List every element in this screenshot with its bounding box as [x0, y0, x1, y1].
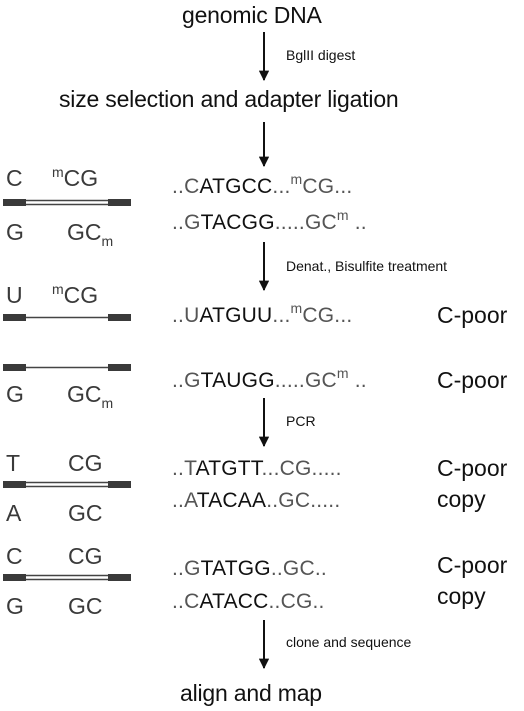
pcr-top-cg: CG — [68, 450, 103, 476]
dna-single-strand-top — [3, 314, 131, 321]
sequence-bottom-1: ..GTACGG.....GCm .. — [172, 207, 367, 234]
label-copy-1: copy — [437, 486, 486, 512]
sequence-top-1: ..CATGCC...mCG... — [172, 171, 353, 198]
label-c-poor-3: C-poor — [437, 455, 508, 481]
step-size-selection: size selection and adapter ligation — [59, 86, 399, 112]
step-align-and-map: align and map — [180, 680, 322, 706]
strand-top-methyl-cg: mCG — [52, 164, 99, 191]
pcr-bottom-base-a: A — [6, 500, 22, 526]
strand-top-base-left: C — [6, 165, 23, 191]
strand-g-gc-methyl: GCm — [67, 381, 114, 411]
sequence-c-poor-2: ..GTAUGG.....GCm .. — [172, 365, 367, 392]
sequence-copy-2-bottom: ..CATACC..CG.. — [172, 590, 325, 613]
clone-bottom-gc: GC — [68, 593, 103, 619]
clone-bottom-base-g: G — [6, 593, 24, 619]
label-c-poor-2: C-poor — [437, 367, 508, 393]
label-c-poor-4: C-poor — [437, 552, 508, 578]
sequence-c-poor-1: ..UATGUU...mCG... — [172, 300, 353, 327]
pcr-bottom-gc: GC — [68, 500, 103, 526]
sequence-copy-1-top: ..TATGTT...CG..... — [172, 457, 342, 480]
label-bisulfite-treatment: Denat., Bisulfite treatment — [286, 258, 448, 274]
clone-top-base-c: C — [6, 543, 23, 569]
label-c-poor-1: C-poor — [437, 302, 508, 328]
dna-double-strand-3 — [3, 574, 131, 581]
label-clone-and-sequence: clone and sequence — [286, 634, 412, 650]
dna-double-strand-1 — [3, 199, 131, 206]
strand-u-methyl-cg: mCG — [52, 281, 99, 308]
sequence-copy-2-top: ..GTATGG..GC.. — [172, 557, 327, 580]
clone-top-cg: CG — [68, 543, 103, 569]
strand-u-base: U — [6, 282, 23, 308]
label-bglii-digest: BglII digest — [286, 47, 356, 63]
step-genomic-dna: genomic DNA — [182, 2, 322, 28]
dna-double-strand-2 — [3, 481, 131, 488]
strand-g-base: G — [6, 381, 24, 407]
strand-bottom-gc-methyl: GCm — [67, 219, 114, 249]
label-copy-2: copy — [437, 583, 486, 609]
dna-single-strand-bottom — [3, 364, 131, 371]
pcr-top-base-t: T — [6, 450, 21, 476]
strand-bottom-base-left: G — [6, 219, 24, 245]
label-pcr: PCR — [286, 413, 316, 429]
sequence-copy-1-bottom: ..ATACAA..GC..... — [172, 489, 341, 512]
